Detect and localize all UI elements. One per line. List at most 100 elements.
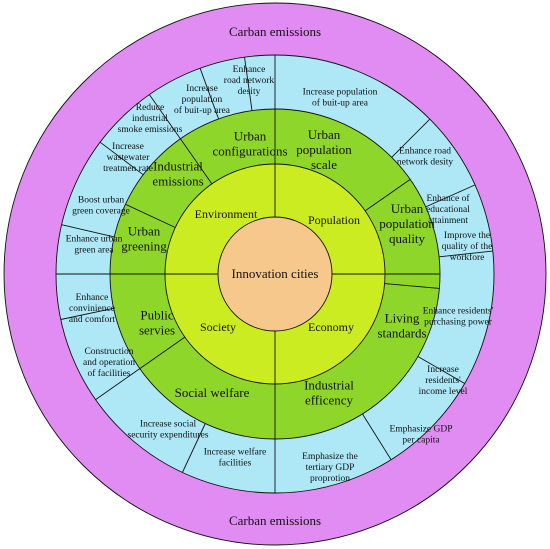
measure-label-line: population [182, 95, 223, 105]
measure-label-line: Boost urban [78, 196, 124, 206]
measure-label-line: of buit-up area [174, 105, 231, 116]
measure-label-line: road network [224, 76, 275, 86]
measure-divider [417, 356, 465, 384]
dimension-label-environment: Environment [195, 207, 258, 221]
measure-label-line: Enhance [233, 65, 266, 75]
measure-label-line: workfore [450, 252, 485, 263]
indicator-label-line: Public [140, 308, 173, 323]
measure-label-line: Enhance road [399, 147, 451, 157]
measure-label-line: purchasing power [424, 318, 493, 328]
measure-divider [362, 413, 392, 460]
measure-label-line: attainment [428, 216, 468, 226]
center-label: Innovation cities [231, 266, 318, 281]
indicator-label-line: quality [389, 231, 426, 246]
center-circle [217, 216, 333, 332]
outer-top-label: Carban emissions [229, 24, 321, 39]
measure-label-line: per capita [402, 436, 440, 446]
indicator-label-line: Social welfare [175, 385, 250, 400]
measure-label-line: and comfort [69, 314, 116, 325]
measure-label-line: residents' [425, 376, 461, 386]
measure-label-line: Construction [84, 347, 133, 357]
measure-label-line: convinience [69, 304, 115, 314]
indicator-label-line: scale [311, 157, 337, 172]
measure-label-line: wastewater [107, 153, 151, 163]
indicator-label-line: Industrial [304, 378, 354, 393]
dimension-dividers [165, 164, 385, 384]
indicator-divider [125, 203, 176, 228]
measure-label-line: industrial [132, 114, 168, 124]
indicator-label-line: Industrial [153, 159, 203, 174]
indicator-label-line: population [379, 216, 435, 231]
measure-label-line: Emphasize GDP [389, 425, 452, 435]
measure-label-line: quality of the [442, 241, 493, 252]
measure-divider [425, 184, 476, 208]
outer-bottom-label: Carban emissions [229, 513, 321, 528]
measure-label-line: network desity [397, 158, 453, 168]
measure-divider [244, 57, 253, 111]
measure-divider [391, 118, 431, 158]
indicator-label-line: emissions [152, 174, 203, 189]
indicator-label-line: population [296, 142, 352, 157]
measure-label-line: Increase welfare [204, 447, 267, 458]
measure-label-line: Reduce [136, 103, 165, 113]
measure-label-line: Increase population [303, 88, 378, 98]
indicator-dividers [110, 109, 440, 439]
measure-divider [60, 307, 114, 320]
measure-divider [61, 224, 115, 238]
measure-label-line: smoke emissions [118, 125, 183, 135]
indicator-label-line: Urban [128, 224, 161, 239]
measure-divider [95, 368, 141, 400]
indicator-label-line: standards [377, 326, 426, 341]
indicator-label-line: Living [385, 311, 420, 326]
measure-label-line: income level [419, 387, 468, 397]
dimension-label-population: Population [308, 213, 360, 227]
measure-label-line: tertiary GDP [306, 463, 355, 473]
measure-label-line: security expenditures [128, 431, 209, 441]
measure-label-line: of facilities [88, 368, 131, 379]
indicator-label-line: Urban [308, 127, 341, 142]
measure-divider [439, 250, 493, 258]
measure-label-line: desity [238, 87, 261, 97]
measure-label-line: treatmen rate [103, 164, 153, 174]
measure-label: Enhance residents'purchasing power [423, 307, 494, 328]
measure-label-line: proprotion [310, 474, 350, 484]
measure-label-line: facilities [219, 458, 252, 469]
indicator-label-line: servies [139, 323, 175, 338]
indicator-divider [139, 336, 186, 369]
dimension-label-economy: Economy [308, 320, 354, 334]
measure-label-line: Enhance [76, 293, 109, 303]
measure-label-line: and operation [83, 358, 135, 368]
indicator-label-line: configurations [212, 144, 287, 159]
measure-label-line: Increase social [140, 420, 197, 430]
measure-label-line: Increase [427, 365, 459, 375]
indicator-label-line: greening [121, 239, 167, 254]
indicator-label-line: Urban [391, 201, 424, 216]
measure-label-line: green coverage [72, 207, 130, 217]
